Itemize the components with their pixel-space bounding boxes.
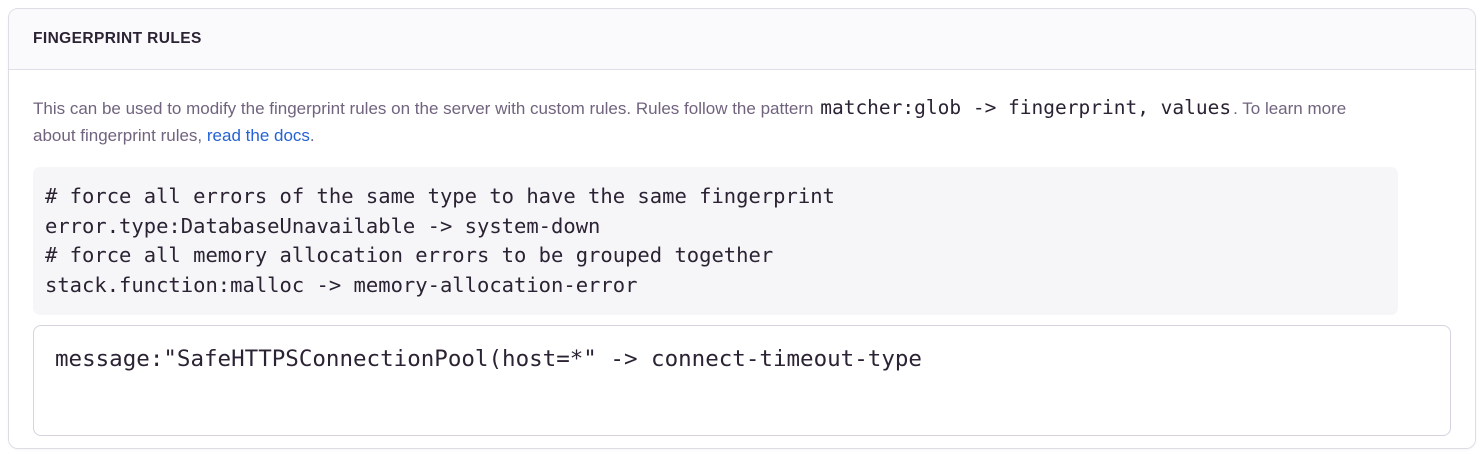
panel-title: FINGERPRINT RULES: [33, 30, 202, 47]
field-description: This can be used to modify the fingerpri…: [33, 94, 1378, 149]
description-text-before-pattern: This can be used to modify the fingerpri…: [33, 99, 819, 118]
pattern-inline-code: matcher:glob -> fingerprint, values: [820, 96, 1232, 119]
fingerprint-rules-panel: FINGERPRINT RULES This can be used to mo…: [8, 8, 1476, 449]
field-help: This can be used to modify the fingerpri…: [33, 94, 1398, 315]
fingerprint-rules-textarea[interactable]: message:"SafeHTTPSConnectionPool(host=*"…: [33, 325, 1451, 436]
description-trailing-period: .: [309, 126, 315, 145]
read-the-docs-link[interactable]: read the docs: [206, 126, 310, 145]
example-rules-code-block: # force all errors of the same type to h…: [33, 167, 1398, 315]
panel-body: This can be used to modify the fingerpri…: [9, 70, 1475, 448]
description-text-after-pattern: . To learn more about fingerprint rules,: [33, 99, 1347, 145]
panel-header: FINGERPRINT RULES: [9, 9, 1475, 70]
